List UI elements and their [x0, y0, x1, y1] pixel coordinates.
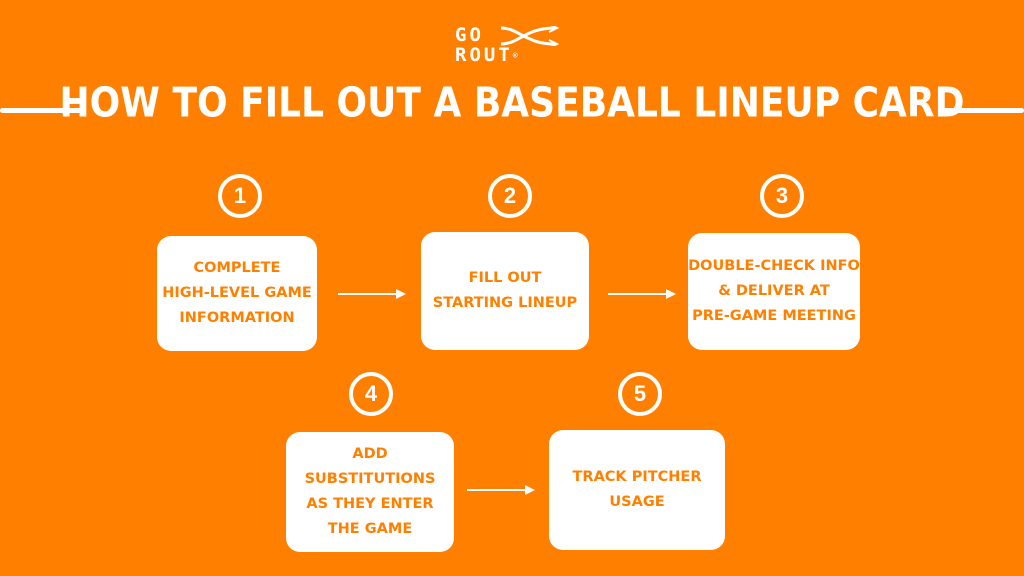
step-1-box: COMPLETE HIGH-LEVEL GAME INFORMATION [157, 236, 317, 351]
registered-mark: ® [512, 51, 518, 60]
step-5-text: TRACK PITCHER USAGE [572, 469, 702, 510]
step-2-number: 2 [488, 174, 532, 218]
step-2-text: FILL OUT STARTING LINEUP [432, 270, 578, 311]
crossed-arrows-icon [500, 26, 560, 46]
arrow-right-icon [338, 289, 406, 299]
step-5-box: TRACK PITCHER USAGE [549, 430, 725, 550]
title-rule-left [0, 108, 82, 113]
step-3-box: DOUBLE-CHECK INFO & DELIVER AT PRE-GAME … [688, 233, 860, 350]
step-4-text: ADD SUBSTITUTIONS AS THEY ENTER THE GAME [304, 446, 436, 537]
title-rule-right [942, 108, 1024, 113]
step-1-text: COMPLETE HIGH-LEVEL GAME INFORMATION [162, 260, 312, 326]
gorout-logo: GO ROUT® [455, 24, 565, 68]
step-2-box: FILL OUT STARTING LINEUP [421, 232, 589, 350]
logo-text-bottom: ROUT® [455, 44, 518, 66]
step-3-number: 3 [760, 174, 804, 218]
page-title: HOW TO FILL OUT A BASEBALL LINEUP CARD [59, 79, 965, 127]
step-4-box: ADD SUBSTITUTIONS AS THEY ENTER THE GAME [286, 432, 454, 552]
arrow-right-icon [608, 289, 676, 299]
step-4-number: 4 [349, 372, 393, 416]
step-1-number: 1 [218, 174, 262, 218]
logo-text-top: GO [455, 24, 484, 46]
step-3-text: DOUBLE-CHECK INFO & DELIVER AT PRE-GAME … [688, 258, 860, 324]
step-5-number: 5 [618, 372, 662, 416]
arrow-right-icon [467, 485, 535, 495]
